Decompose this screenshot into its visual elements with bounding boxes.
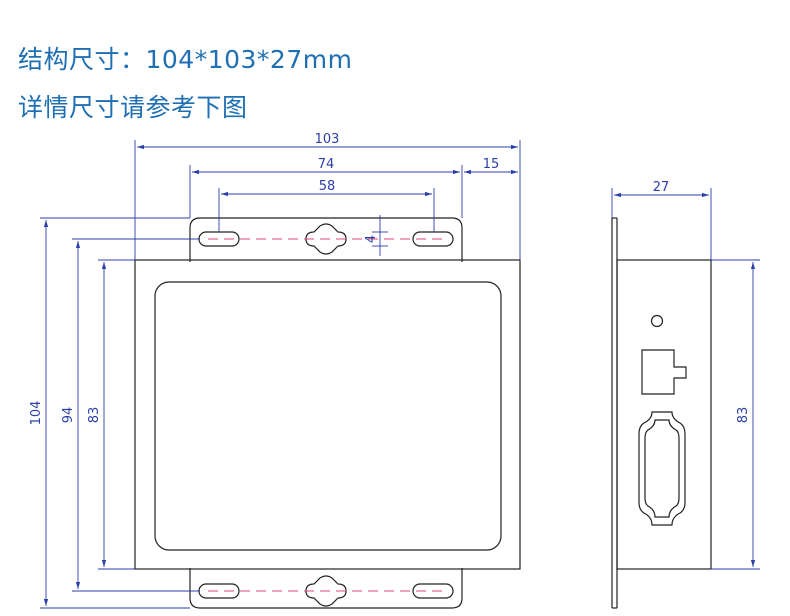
dim-hole-span-inner: 58 — [319, 179, 336, 194]
dim-side-offset: 15 — [483, 157, 500, 172]
top-right-slot — [412, 231, 454, 247]
structure-size-heading: 结构尺寸：104*103*27mm — [18, 45, 353, 74]
dimension-lines — [40, 140, 521, 609]
side-view — [611, 217, 712, 609]
serial-port — [638, 411, 686, 526]
led-indicator — [650, 314, 664, 328]
dim-height-total: 104 — [29, 401, 44, 426]
main-body — [134, 259, 521, 570]
side-dimension-lines — [611, 188, 760, 570]
front-view — [134, 217, 521, 609]
bottom-flange — [189, 568, 463, 609]
dim-hole-span-outer: 74 — [318, 157, 335, 172]
ethernet-port — [641, 349, 687, 395]
bottom-right-slot — [412, 583, 454, 599]
detail-note-heading: 详情尺寸请参考下图 — [18, 93, 248, 122]
top-flange — [189, 217, 463, 262]
center-lines — [208, 238, 448, 592]
dim-hole-offset: 4 — [364, 235, 379, 243]
dim-height-holes: 94 — [61, 407, 76, 424]
dim-width-total: 103 — [315, 132, 340, 147]
dim-height-side: 83 — [736, 407, 751, 424]
side-body — [616, 259, 712, 570]
dim-depth: 27 — [653, 180, 670, 195]
dim-height-body: 83 — [87, 407, 102, 424]
inner-panel — [154, 281, 502, 551]
